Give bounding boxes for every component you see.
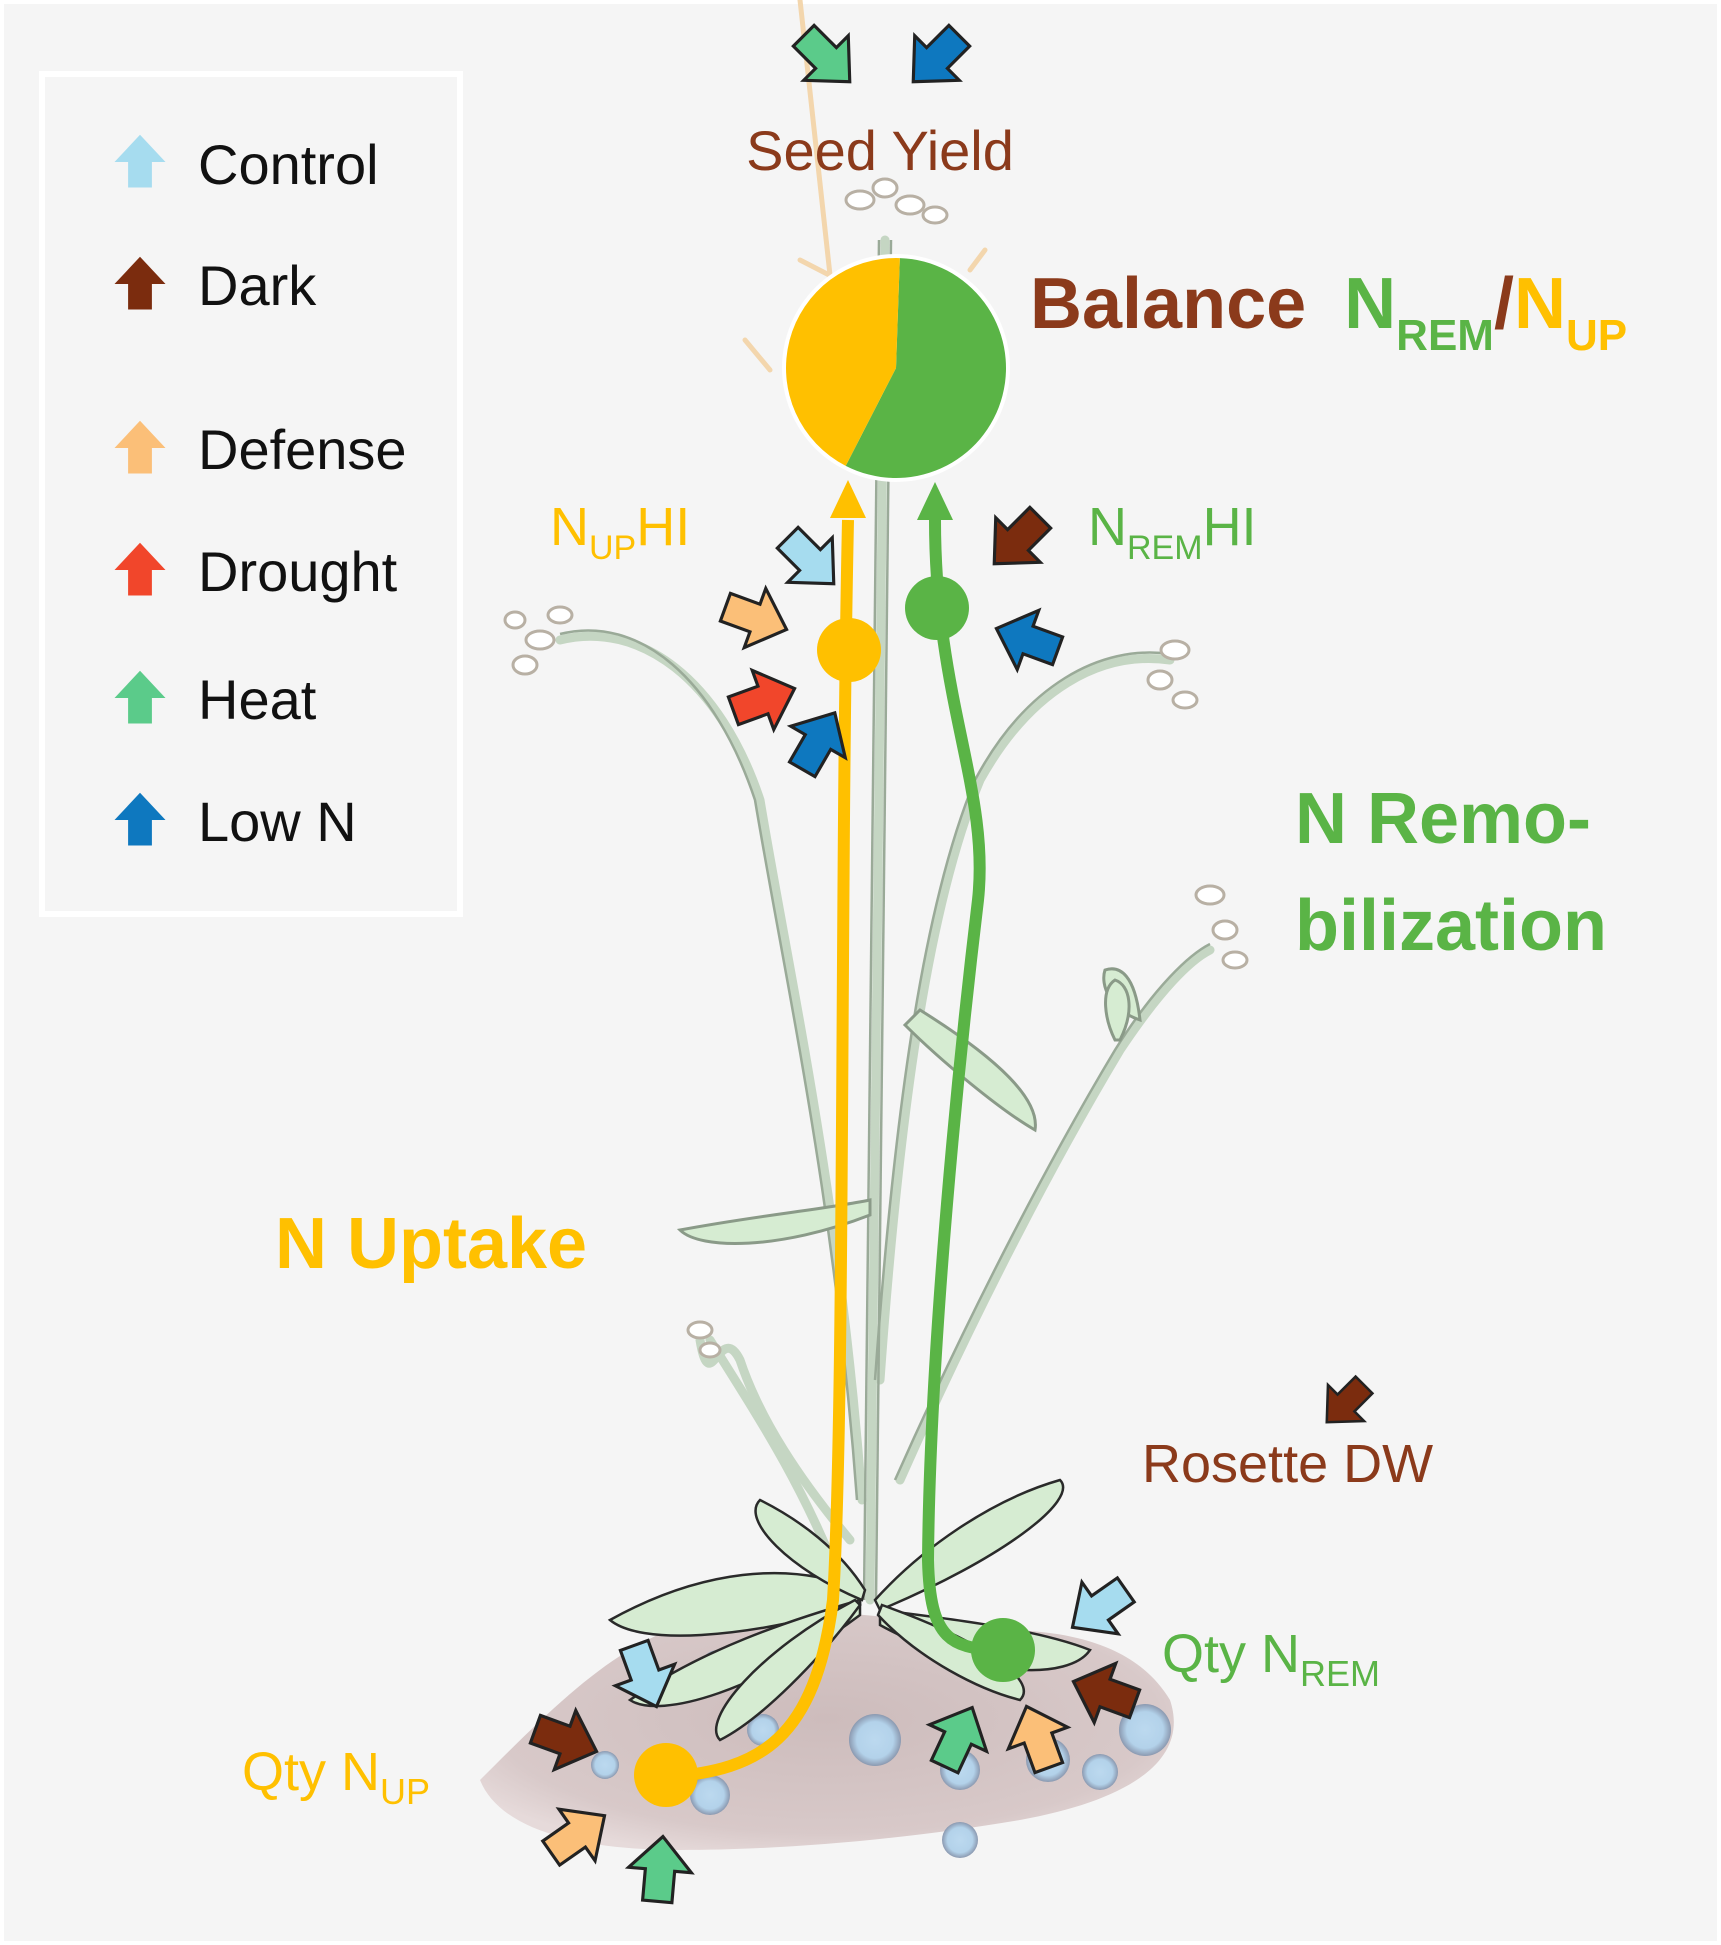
stem-right-upper [875, 654, 1175, 1385]
flower-cluster-lower-left [686, 1320, 722, 1359]
main-stem [865, 235, 890, 1605]
qty-nup-label: Qty NUP [242, 1742, 430, 1812]
uptake-flow-line [667, 519, 854, 1783]
legend-item-control: Control [114, 133, 379, 196]
legend-box [39, 71, 463, 917]
water-drop [1082, 1754, 1118, 1790]
balance-title: Balance NREM/NUP [1030, 264, 1627, 360]
qty-nrem-node [971, 1618, 1035, 1682]
legend-item-dark: Dark [114, 254, 317, 317]
legend-label-dark: Dark [198, 254, 317, 317]
plant-stems-outline [559, 239, 1211, 1601]
uptake-flow-arrowhead [830, 480, 866, 518]
flower-cluster-far-right [1194, 884, 1249, 970]
legend-label-control: Control [198, 133, 379, 196]
leaf [1104, 978, 1131, 1042]
n-uptake-label: N Uptake [275, 1204, 587, 1284]
water-drop [591, 1751, 619, 1779]
water-drop [1119, 1704, 1171, 1756]
legend-label-defense: Defense [198, 418, 407, 481]
balance-n-up-sub: UP [1566, 311, 1627, 360]
balance-pie [782, 254, 1010, 482]
nup-hi-label: NUPHI [550, 497, 690, 567]
stem-right-lower [895, 945, 1215, 1485]
nup-hi-node [817, 618, 881, 682]
legend-label-heat: Heat [198, 668, 317, 731]
water-drop [942, 1822, 978, 1858]
balance-n-rem: N [1344, 264, 1396, 344]
cauline-leaves [676, 967, 1142, 1245]
pie-slice-uptake [786, 258, 900, 466]
qty-nrem-label: Qty NREM [1162, 1624, 1380, 1694]
remob-flow-line [921, 519, 1008, 1656]
nrem-hi-label: NREMHI [1088, 497, 1257, 567]
labels: Seed Yield Balance NREM/NUP NUPHI NREMHI… [242, 119, 1627, 1812]
legend-item-heat: Heat [114, 668, 317, 731]
legend-item-low-n: Low N [114, 790, 357, 853]
flow-paths [634, 480, 1035, 1807]
leaf [902, 1008, 1037, 1133]
flower-cluster-top [844, 177, 949, 225]
leaf [676, 1198, 872, 1245]
legend: Control Dark Defense Drought Heat Low N [39, 71, 463, 917]
flower-clusters [503, 177, 1249, 1359]
nrem-hi-node [905, 576, 969, 640]
legend-item-defense: Defense [114, 418, 407, 481]
rosette-dw-label: Rosette DW [1142, 1434, 1433, 1494]
legend-label-low-n: Low N [198, 790, 357, 853]
n-remobilization-label-line2: bilization [1295, 886, 1607, 966]
flower-cluster-left [503, 605, 574, 676]
remob-flow-arrowhead [917, 482, 953, 520]
stem-left-lower [695, 1335, 855, 1545]
legend-item-drought: Drought [114, 540, 398, 603]
water-drop [690, 1775, 730, 1815]
water-drop [849, 1714, 901, 1766]
qty-nup-node [634, 1743, 698, 1807]
legend-label-drought: Drought [198, 540, 398, 603]
pie-slice-remob [845, 258, 1007, 478]
balance-n-up: N [1514, 264, 1566, 344]
balance-n-rem-sub: REM [1396, 311, 1494, 360]
n-remobilization-label-line1: N Remo- [1295, 779, 1591, 859]
seed-yield-label: Seed Yield [746, 119, 1014, 182]
balance-word: Balance [1030, 264, 1306, 344]
flower-cluster-right [1146, 639, 1199, 710]
balance-slash: / [1494, 264, 1514, 344]
